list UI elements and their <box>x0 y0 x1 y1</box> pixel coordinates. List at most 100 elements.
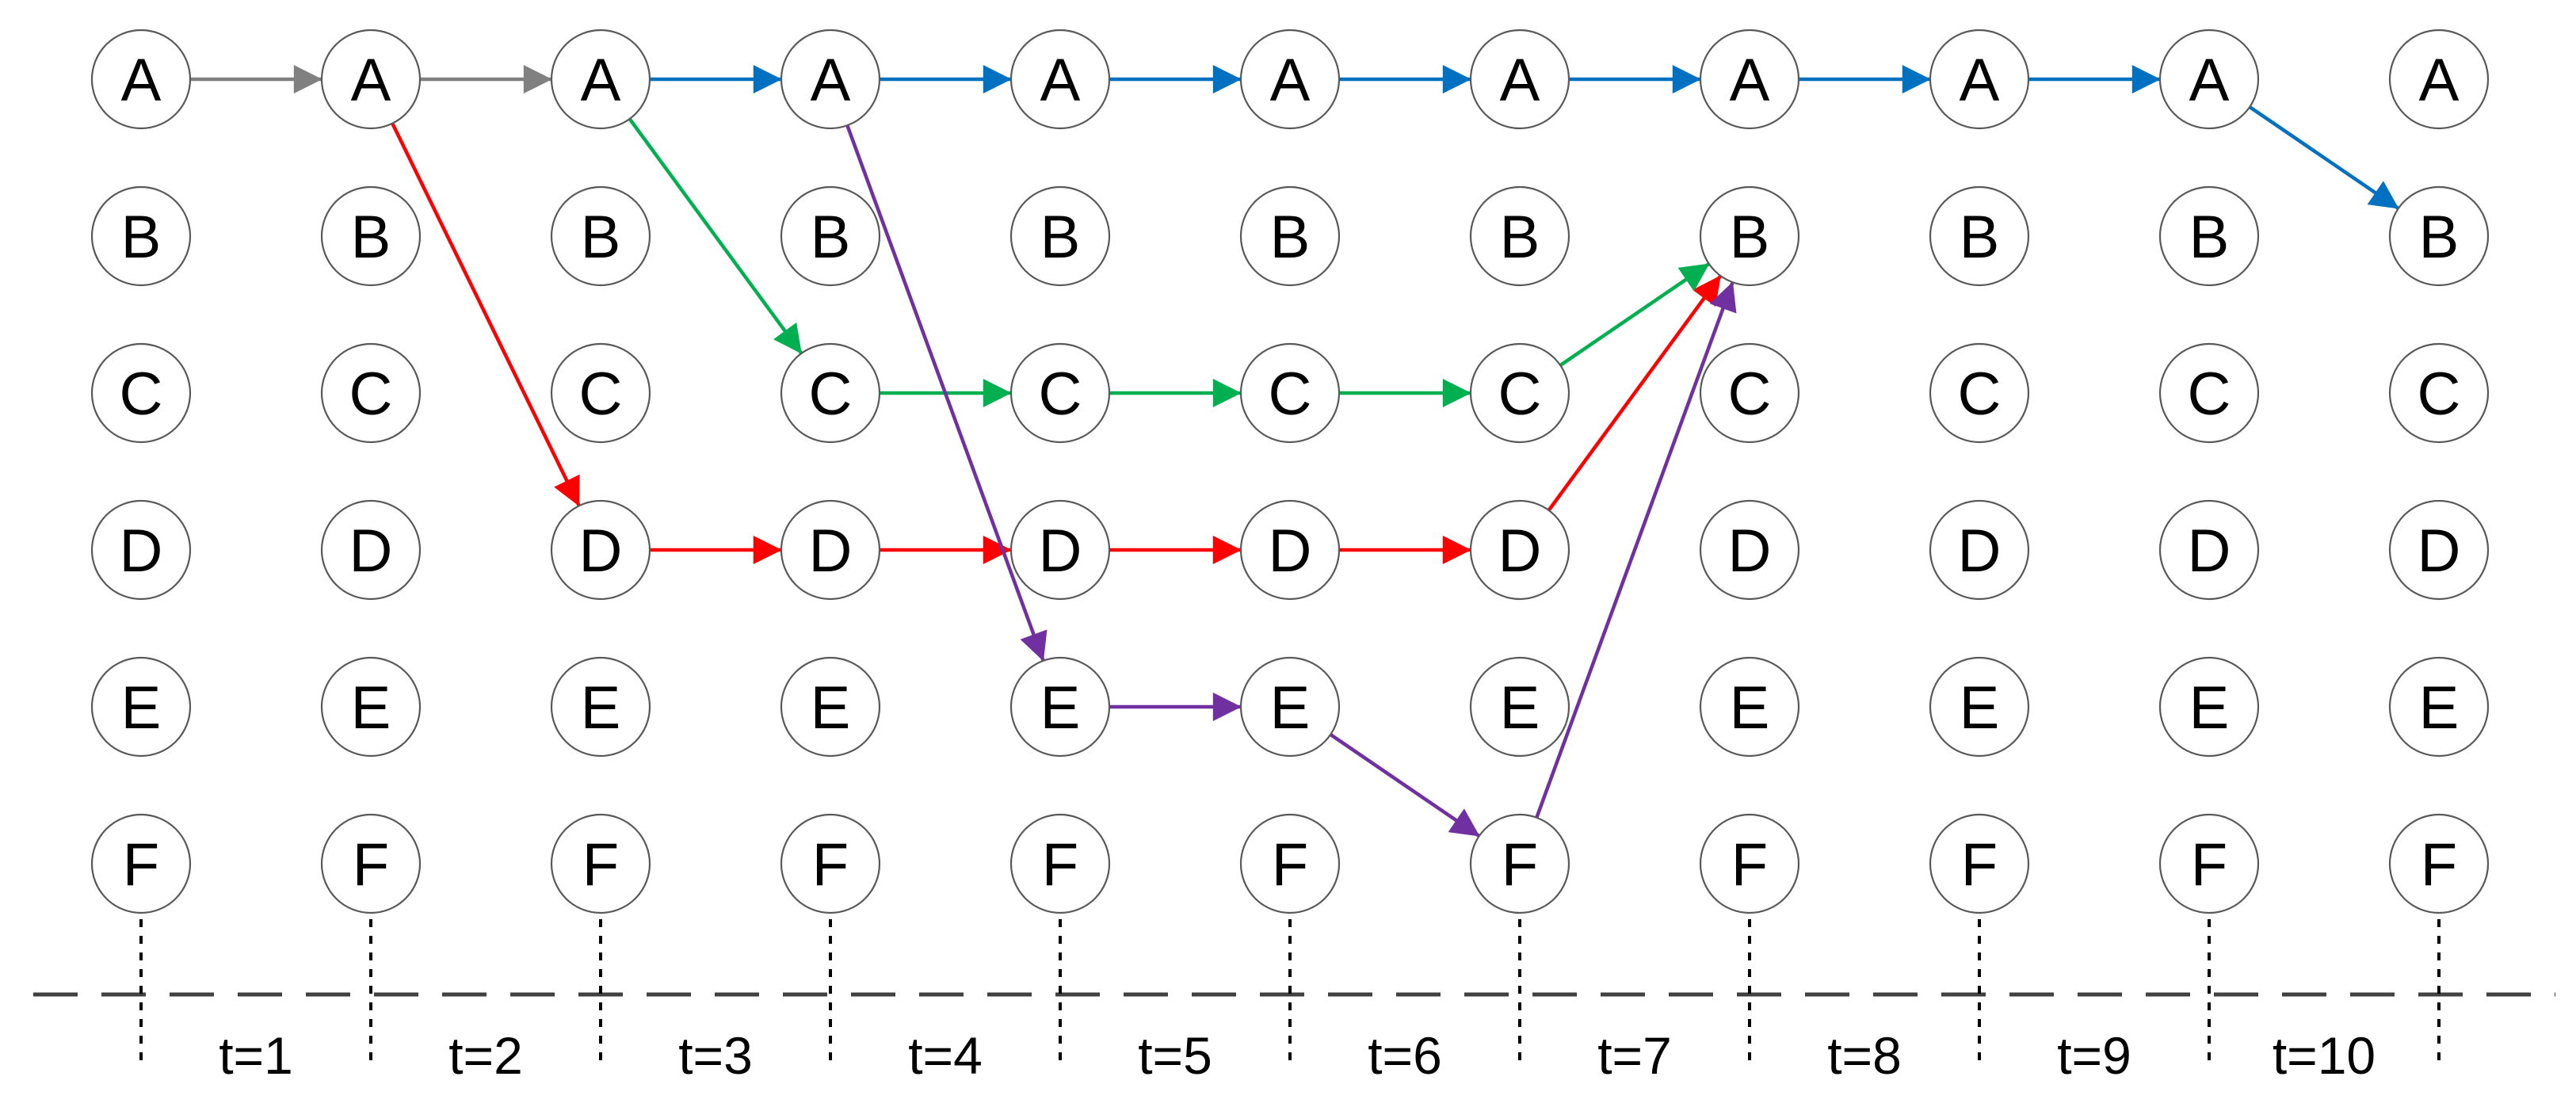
node-label: B <box>1040 204 1081 271</box>
node-circle <box>2158 656 2260 758</box>
node-grid: ABCDEFABCDEFABCDEFABCDEFABCDEFABCDEFABCD… <box>90 29 2490 914</box>
node-circle <box>1009 342 1111 444</box>
node-circle <box>320 185 422 287</box>
node-label: F <box>582 831 619 899</box>
node-circle <box>550 499 651 601</box>
node: F <box>2388 813 2490 914</box>
green-path-edge <box>628 117 803 354</box>
node-label: F <box>123 831 159 899</box>
time-step-label: t=5 <box>1138 1026 1212 1085</box>
time-step-label: t=7 <box>1597 1026 1672 1085</box>
node-label: C <box>2188 361 2231 428</box>
node-circle <box>2158 185 2260 287</box>
node: D <box>1009 499 1111 601</box>
node-label: E <box>581 674 621 742</box>
node: C <box>550 342 651 444</box>
node: C <box>320 342 422 444</box>
node-circle <box>320 342 422 444</box>
node-label: A <box>351 47 391 114</box>
node-label: F <box>1272 831 1308 899</box>
node-circle <box>1699 499 1800 601</box>
node: B <box>550 185 651 287</box>
node: E <box>90 656 192 758</box>
node: D <box>2388 499 2490 601</box>
node-label: A <box>1960 47 2000 114</box>
node-label: E <box>1960 674 2000 742</box>
node-circle <box>780 813 881 914</box>
node: B <box>2158 185 2260 287</box>
node: B <box>1929 185 2030 287</box>
node-label: D <box>2188 517 2231 585</box>
node-label: B <box>2189 204 2230 271</box>
node-circle <box>550 29 651 130</box>
node-label: D <box>1728 517 1772 585</box>
node-label: C <box>809 361 853 428</box>
node-label: F <box>1961 831 1998 899</box>
node-circle <box>550 185 651 287</box>
node: F <box>780 813 881 914</box>
node: D <box>550 499 651 601</box>
node-label: B <box>2419 204 2460 271</box>
node-label: B <box>351 204 391 271</box>
node-circle <box>780 342 881 444</box>
node: A <box>1009 29 1111 130</box>
node-label: E <box>121 674 162 742</box>
node-label: E <box>811 674 851 742</box>
node: F <box>1929 813 2030 914</box>
node: C <box>1239 342 1341 444</box>
node: F <box>550 813 651 914</box>
node-label: B <box>121 204 162 271</box>
node: D <box>1929 499 2030 601</box>
node-circle <box>2388 813 2490 914</box>
node: B <box>2388 185 2490 287</box>
node-circle <box>1469 656 1570 758</box>
node-circle <box>320 656 422 758</box>
node-label: F <box>1731 831 1768 899</box>
node-label: B <box>1730 204 1770 271</box>
node: B <box>1009 185 1111 287</box>
node-circle <box>90 656 192 758</box>
node-label: E <box>2419 674 2460 742</box>
node: E <box>1009 656 1111 758</box>
node-circle <box>780 656 881 758</box>
node-circle <box>1239 342 1341 444</box>
blue-path-edge <box>2248 105 2399 210</box>
node-circle <box>320 813 422 914</box>
time-step-label: t=10 <box>2273 1026 2376 1085</box>
time-step-label: t=1 <box>219 1026 293 1085</box>
node-label: F <box>1502 831 1538 899</box>
node-label: F <box>812 831 849 899</box>
node-label: B <box>1960 204 2000 271</box>
node: B <box>1469 185 1570 287</box>
node-label: C <box>1039 361 1082 428</box>
time-step-label: t=6 <box>1368 1026 1442 1085</box>
node-circle <box>320 499 422 601</box>
node: F <box>1009 813 1111 914</box>
node-label: C <box>2418 361 2461 428</box>
node-circle <box>2158 342 2260 444</box>
node-label: A <box>2419 47 2460 114</box>
node-circle <box>1469 29 1570 130</box>
purple-path-edge <box>1535 281 1737 819</box>
node-label: A <box>1040 47 1081 114</box>
node-circle <box>780 185 881 287</box>
node: C <box>780 342 881 444</box>
node-label: C <box>1958 361 2002 428</box>
time-step-label: t=8 <box>1827 1026 1902 1085</box>
node-label: A <box>1270 47 1311 114</box>
node: C <box>1699 342 1800 444</box>
node-label: D <box>579 517 623 585</box>
node-circle <box>320 29 422 130</box>
node: B <box>1239 185 1341 287</box>
node-label: D <box>120 517 163 585</box>
node-label: D <box>1269 517 1312 585</box>
node-label: A <box>121 47 162 114</box>
node: A <box>1469 29 1570 130</box>
node-label: E <box>1730 674 1770 742</box>
node: A <box>780 29 881 130</box>
node: B <box>780 185 881 287</box>
node-circle <box>2158 29 2260 130</box>
node-label: F <box>1042 831 1078 899</box>
red-path-edge <box>391 122 581 507</box>
node: C <box>1469 342 1570 444</box>
